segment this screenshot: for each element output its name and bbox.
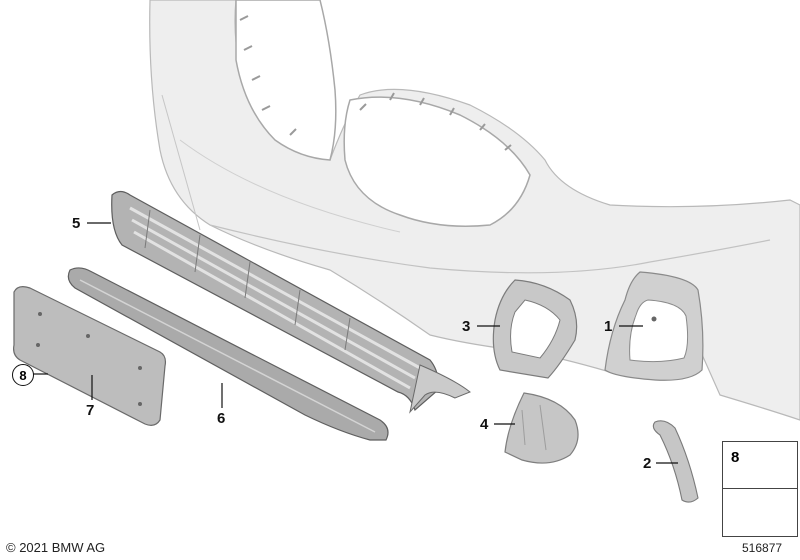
callout-2: 2 [643, 455, 652, 472]
legend-divider [723, 488, 797, 489]
part-6-front-spoiler [67, 267, 389, 441]
legend-number: 8 [731, 449, 740, 466]
callout-8-circled: 8 [12, 364, 34, 386]
part-2-trim-strip [652, 420, 699, 503]
part-7-license-plate-base [13, 286, 167, 426]
part-5-lower-grille [111, 190, 471, 414]
part-4-trim-panel [504, 392, 579, 464]
part-1-right-air-intake-trim [604, 271, 704, 381]
callout-1: 1 [604, 318, 613, 335]
part-3-left-air-intake-trim [492, 279, 578, 379]
leader-lines [33, 222, 678, 464]
document-number: 516877 [742, 541, 783, 555]
callout-4: 4 [480, 416, 489, 433]
copyright: © 2021 BMW AG [6, 540, 106, 555]
callout-5: 5 [72, 215, 81, 232]
callout-3: 3 [462, 318, 471, 335]
fastener-legend: 8 [722, 441, 798, 537]
callout-6: 6 [217, 410, 226, 427]
callout-7: 7 [86, 402, 95, 419]
